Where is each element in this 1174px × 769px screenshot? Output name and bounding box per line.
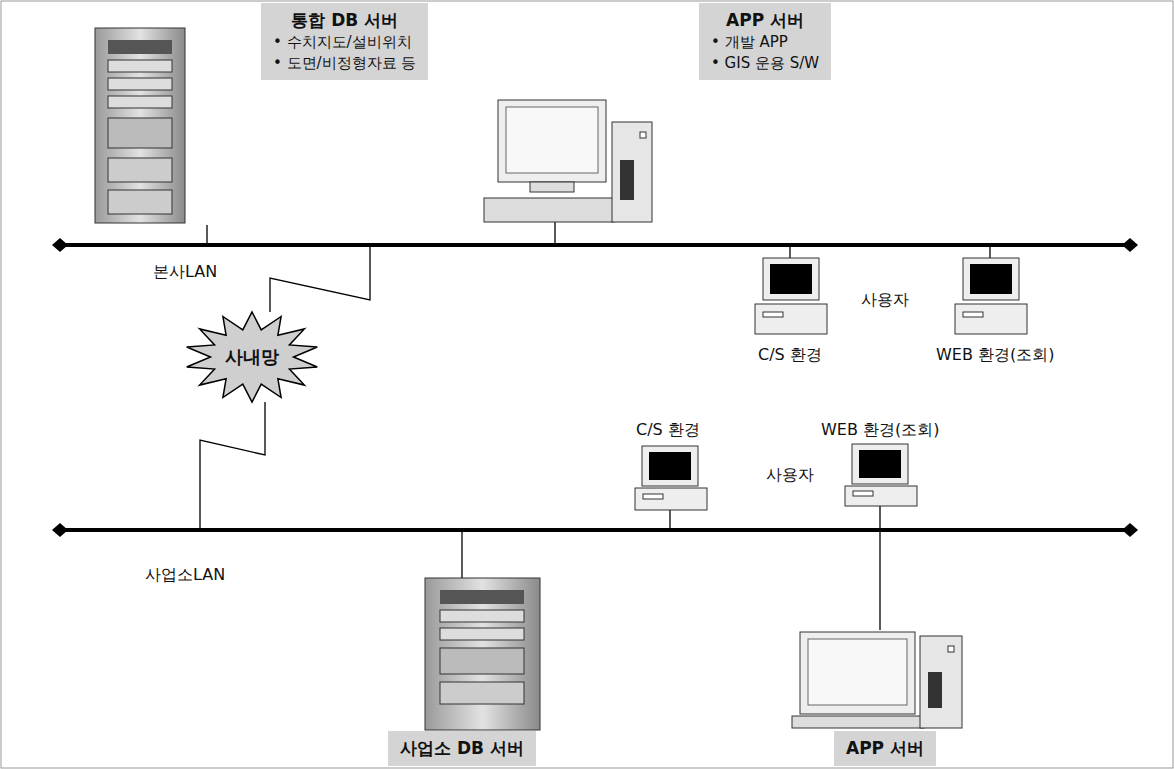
user-pc [635, 444, 917, 510]
user-pc [755, 258, 1027, 334]
server-label-box: APP 서버• 개발 APP• GIS 운용 S/W [699, 3, 831, 80]
tower-server [425, 578, 540, 730]
node-heading: 사업소 DB 서버 [400, 736, 524, 760]
desktop-computer [792, 632, 962, 728]
user-label: 사용자 [766, 465, 814, 485]
wires [200, 222, 990, 630]
client-label: C/S 환경 [758, 345, 822, 365]
node-heading: APP 서버 [711, 8, 819, 32]
user-label: 사용자 [861, 290, 909, 310]
server-label-box: 통합 DB 서버• 수치지도/설비위치• 도면/비정형자료 등 [261, 3, 428, 80]
server-label-box: 사업소 DB 서버 [388, 731, 536, 766]
client-label: C/S 환경 [636, 420, 700, 440]
lan-bus [52, 238, 1138, 537]
node-bullet: • 개발 APP [711, 32, 819, 53]
tower-server [95, 28, 185, 223]
node-bullet: • 수치지도/설비위치 [273, 32, 416, 53]
node-bullet: • GIS 운용 S/W [711, 53, 819, 74]
lan-label: 본사LAN [153, 262, 217, 282]
client-label: WEB 환경(조회) [821, 420, 939, 440]
node-heading: 통합 DB 서버 [273, 8, 416, 32]
node-heading: 사내망 [182, 345, 322, 369]
node-heading: APP 서버 [846, 736, 924, 760]
server-label-box: APP 서버 [834, 731, 936, 766]
lan-label: 사업소LAN [145, 565, 225, 585]
network-burst: 사내망 [182, 309, 322, 405]
node-bullet: • 도면/비정형자료 등 [273, 53, 416, 74]
client-label: WEB 환경(조회) [936, 345, 1054, 365]
desktop-computer [484, 100, 652, 222]
